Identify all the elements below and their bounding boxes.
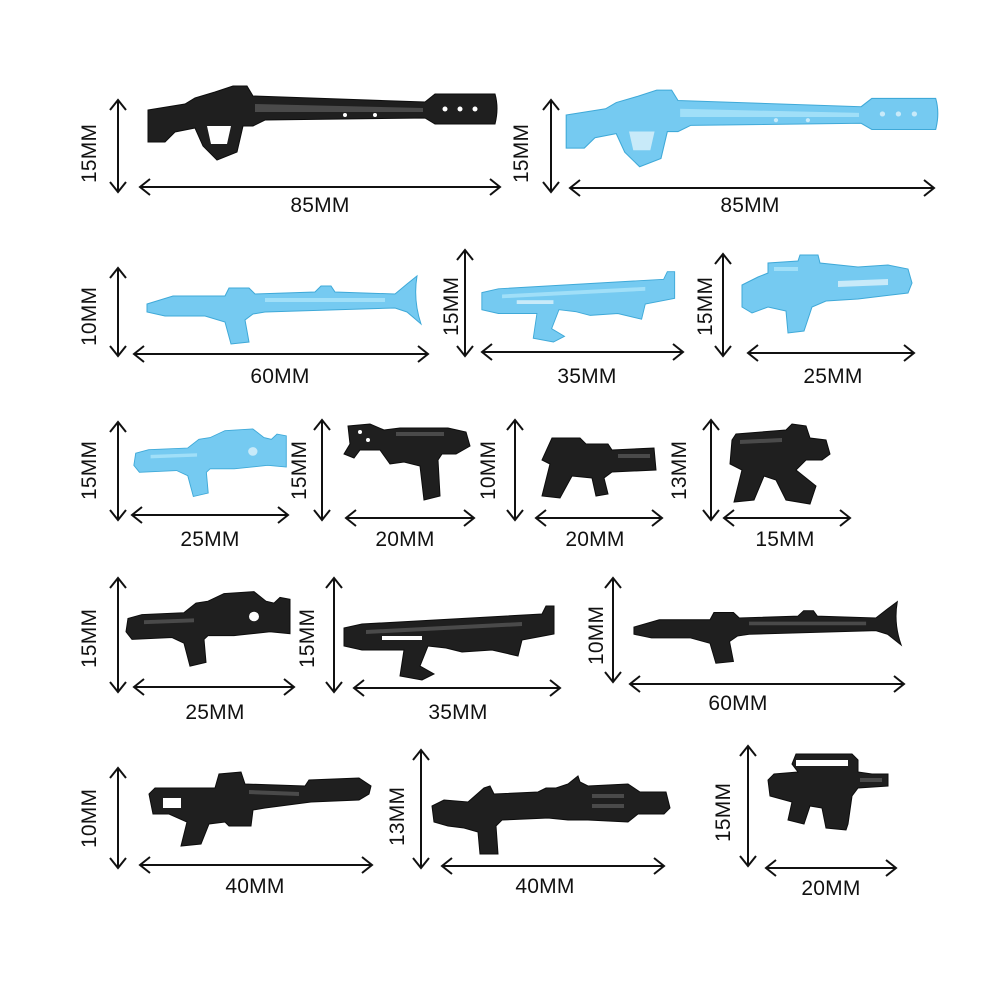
assault-rifle-icon bbox=[148, 771, 372, 847]
height-arrow bbox=[411, 748, 431, 870]
height-label: 15MM bbox=[288, 440, 311, 500]
width-label: 35MM bbox=[428, 701, 488, 724]
width-arrow bbox=[130, 505, 290, 525]
blaster-icon bbox=[125, 591, 291, 667]
height-label: 10MM bbox=[477, 440, 500, 500]
width-arrow bbox=[344, 508, 476, 528]
height-arrow bbox=[738, 744, 758, 868]
height-arrow bbox=[541, 98, 561, 194]
width-label: 85MM bbox=[290, 194, 350, 217]
width-label: 20MM bbox=[375, 528, 435, 551]
height-label: 15MM bbox=[78, 123, 101, 183]
width-label: 25MM bbox=[185, 701, 245, 724]
width-arrow bbox=[722, 508, 852, 528]
width-arrow bbox=[764, 858, 898, 878]
width-arrow bbox=[534, 508, 664, 528]
heavy-blaster-rifle-icon bbox=[565, 89, 939, 168]
launcher-rifle-icon bbox=[431, 775, 671, 855]
long-rifle-icon bbox=[633, 600, 903, 664]
height-label: 15MM bbox=[78, 608, 101, 668]
shotgun-icon bbox=[481, 271, 676, 343]
width-arrow bbox=[132, 344, 430, 364]
width-label: 25MM bbox=[180, 528, 240, 551]
long-rifle-icon bbox=[146, 274, 423, 345]
width-arrow bbox=[628, 674, 906, 694]
height-arrow bbox=[713, 252, 733, 358]
blaster-icon bbox=[133, 428, 287, 498]
height-label: 15MM bbox=[694, 276, 717, 336]
shotgun-icon bbox=[343, 605, 555, 681]
width-label: 35MM bbox=[557, 365, 617, 388]
width-arrow bbox=[568, 178, 936, 198]
width-label: 25MM bbox=[803, 365, 863, 388]
height-arrow bbox=[324, 576, 344, 694]
height-arrow bbox=[505, 418, 525, 522]
height-arrow bbox=[108, 98, 128, 194]
width-label: 40MM bbox=[225, 875, 285, 898]
height-label: 10MM bbox=[78, 788, 101, 848]
height-arrow bbox=[108, 766, 128, 870]
height-arrow bbox=[108, 576, 128, 694]
width-arrow bbox=[132, 677, 296, 697]
height-label: 15MM bbox=[712, 782, 735, 842]
scoped-blaster-icon bbox=[767, 753, 889, 831]
height-arrow bbox=[108, 420, 128, 522]
width-arrow bbox=[440, 856, 666, 876]
height-label: 15MM bbox=[78, 440, 101, 500]
height-label: 15MM bbox=[296, 608, 319, 668]
height-arrow bbox=[312, 418, 332, 522]
scoped-pistol-icon bbox=[343, 423, 471, 501]
width-label: 85MM bbox=[720, 194, 780, 217]
width-arrow bbox=[138, 855, 374, 875]
blaster-pistol-icon bbox=[741, 254, 913, 334]
width-label: 60MM bbox=[708, 692, 768, 715]
height-label: 10MM bbox=[585, 605, 608, 665]
pistol-icon bbox=[541, 437, 657, 499]
submachine-gun-icon bbox=[729, 423, 831, 505]
width-label: 20MM bbox=[565, 528, 625, 551]
width-label: 20MM bbox=[801, 877, 861, 900]
height-arrow bbox=[108, 266, 128, 358]
heavy-blaster-rifle-icon bbox=[147, 85, 498, 161]
width-arrow bbox=[138, 177, 502, 197]
height-arrow bbox=[701, 418, 721, 522]
width-label: 60MM bbox=[250, 365, 310, 388]
width-arrow bbox=[746, 343, 916, 363]
width-label: 40MM bbox=[515, 875, 575, 898]
height-label: 13MM bbox=[668, 440, 691, 500]
width-label: 15MM bbox=[755, 528, 815, 551]
height-arrow bbox=[603, 576, 623, 684]
height-label: 15MM bbox=[440, 276, 463, 336]
width-arrow bbox=[480, 342, 685, 362]
width-arrow bbox=[352, 678, 562, 698]
height-label: 13MM bbox=[386, 786, 409, 846]
height-arrow bbox=[455, 248, 475, 358]
height-label: 15MM bbox=[510, 123, 533, 183]
height-label: 10MM bbox=[78, 286, 101, 346]
